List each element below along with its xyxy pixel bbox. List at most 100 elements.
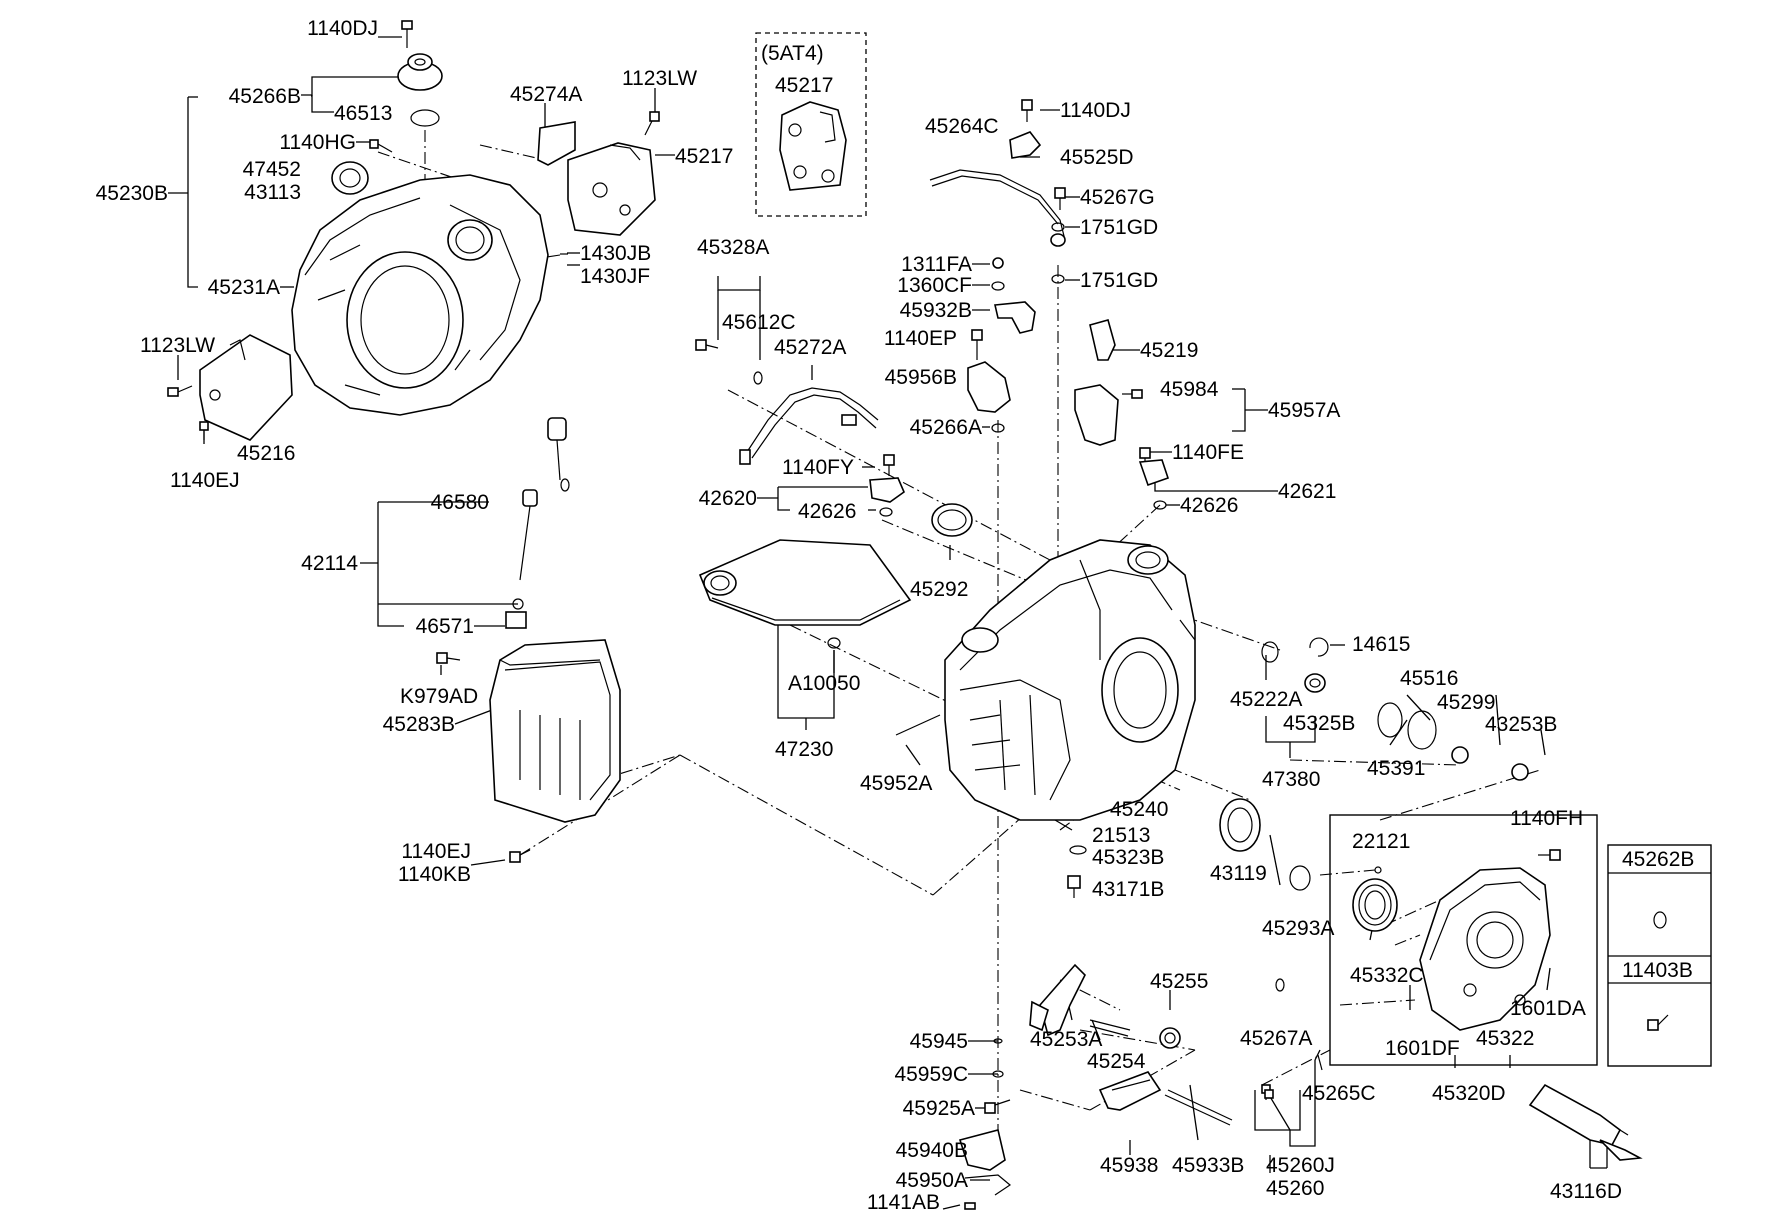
mount-45217-5at4 [779,101,847,191]
label-1123lw-b: 1123LW [140,334,215,357]
label-45265c: 45265C [1302,1082,1376,1105]
oil-pan-45283b [489,639,621,823]
label-45260: 45260 [1266,1177,1324,1200]
part-labels: 1140DJ 45266B 46513 1140HG 47452 43113 4… [96,17,1695,1211]
label-45959c: 45959C [894,1063,968,1086]
transmission-body-45240 [944,539,1196,821]
label-45940b: 45940B [896,1139,968,1162]
label-45253a: 45253A [1030,1028,1102,1051]
sealant-tube-43116d [1528,1083,1643,1161]
label-45264c: 45264C [925,115,999,138]
label-45956b: 45956B [885,366,957,389]
label-43171b: 43171B [1092,878,1164,901]
label-1140kb: 1140KB [398,863,471,886]
mount-45217 [567,142,656,236]
label-45933b: 45933B [1172,1154,1244,1177]
side-cover-45322 [1419,867,1551,1031]
label-45325b: 45325B [1283,712,1355,735]
label-45266a: 45266A [910,416,982,439]
label-1430jb: 1430JB [580,242,651,265]
label-45945: 45945 [910,1030,968,1053]
label-43113: 43113 [244,181,301,204]
label-42620: 42620 [699,487,757,510]
label-1311fa: 1311FA [901,253,972,276]
label-45391: 45391 [1367,757,1425,780]
legend-11403b: 11403B [1622,959,1693,982]
label-1140dj-b: 1140DJ [1060,99,1131,122]
label-45222a: 45222A [1230,688,1302,711]
label-k979ad: K979AD [400,685,478,708]
label-46580: 46580 [431,491,489,514]
label-43116d: 43116D [1550,1180,1622,1203]
transmission-case-45231a [291,174,549,416]
label-1601da: 1601DA [1510,997,1586,1020]
label-1140ej-b: 1140EJ [401,840,471,863]
cover-group-box [1329,814,1598,1066]
label-45217-a: 45217 [675,145,733,168]
label-14615: 14615 [1352,633,1410,656]
label-45952a: 45952A [860,772,932,795]
label-1140fh: 1140FH [1510,807,1583,830]
label-45216: 45216 [237,442,295,465]
label-45260j: 45260J [1266,1154,1335,1177]
parts [167,20,1669,1210]
label-42621: 42621 [1278,480,1336,503]
label-42626-b: 42626 [1180,494,1238,517]
label-45322: 45322 [1476,1027,1534,1050]
label-45267a: 45267A [1240,1027,1312,1050]
label-45267g: 45267G [1080,186,1155,209]
label-1360cf: 1360CF [897,274,972,297]
label-1430jf: 1430JF [580,265,650,288]
label-45984: 45984 [1160,378,1219,401]
label-45925a: 45925A [903,1097,975,1120]
label-variant-5at4: (5AT4) [761,42,824,65]
label-1751gd-b: 1751GD [1080,269,1158,292]
legend-45262b: 45262B [1622,848,1694,871]
label-45612c: 45612C [722,311,796,334]
label-45274a: 45274A [510,83,582,106]
label-45938: 45938 [1100,1154,1158,1177]
legend-box [1607,844,1712,1067]
label-45320d: 45320D [1432,1082,1506,1105]
label-45332c: 45332C [1350,964,1424,987]
label-1141ab: 1141AB [867,1191,940,1211]
label-45283b: 45283B [383,713,455,736]
bolt-1140dj-top [401,20,413,48]
label-1751gd-a: 1751GD [1080,216,1158,239]
label-1140fe: 1140FE [1172,441,1244,464]
filter-47230 [698,539,912,626]
label-a10050: A10050 [788,672,860,695]
label-46571: 46571 [416,615,474,638]
label-45230b: 45230B [96,182,168,205]
label-45525d: 45525D [1060,146,1134,169]
label-1140ej-a: 1140EJ [170,469,240,492]
label-43253b: 43253B [1485,713,1557,736]
label-45957a: 45957A [1268,399,1340,422]
label-45231a: 45231A [208,276,280,299]
label-42626-a: 42626 [798,500,856,523]
label-1140fy: 1140FY [782,456,854,479]
label-45299: 45299 [1437,691,1495,714]
dipstick-46580 [505,417,570,629]
label-22121: 22121 [1352,830,1410,853]
label-1123lw-a: 1123LW [622,67,697,90]
label-1140hg: 1140HG [279,131,356,154]
label-45217-b: 45217 [775,74,833,97]
breather-45266b [397,53,443,91]
label-45255: 45255 [1150,970,1208,993]
label-45240: 45240 [1110,798,1168,821]
label-1140ep: 1140EP [884,327,957,350]
label-47452: 47452 [243,158,301,181]
label-45293a: 45293A [1262,917,1334,940]
label-1140dj-a: 1140DJ [307,17,378,40]
label-45950a: 45950A [896,1169,968,1192]
label-47380: 47380 [1262,768,1320,791]
label-46513: 46513 [334,102,392,125]
label-45219: 45219 [1140,339,1198,362]
label-45266b: 45266B [229,85,301,108]
label-45932b: 45932B [900,299,972,322]
label-43119: 43119 [1210,862,1267,885]
label-45272a: 45272A [774,336,846,359]
label-45323b: 45323B [1092,846,1164,869]
